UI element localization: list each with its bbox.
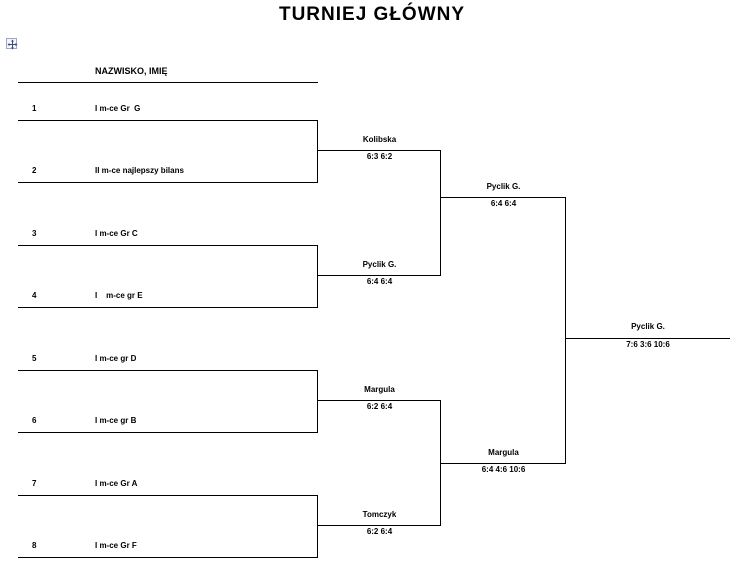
page-title: TURNIEJ GŁÓWNY: [278, 4, 466, 25]
seed-name: I m-ce Gr G: [95, 104, 141, 113]
bracket-line: [18, 182, 318, 183]
bracket-line: [440, 150, 441, 276]
bracket-line: [18, 370, 318, 371]
column-header: NAZWISKO, IMIĘ: [95, 66, 168, 76]
bracket-line: [318, 275, 441, 276]
semifinal-score: 6:4 4:6 10:6: [481, 465, 526, 474]
final-winner: Pyclik G.: [631, 322, 665, 331]
seed-number: 8: [32, 541, 37, 550]
bracket-line: [18, 432, 318, 433]
bracket-line: [565, 197, 566, 464]
bracket-line: [566, 338, 730, 339]
seed-name: I m-ce Gr C: [95, 229, 138, 238]
seed-name: II m-ce najlepszy bilans: [95, 166, 184, 175]
round2-winner: Tomczyk: [362, 510, 397, 519]
bracket-line: [440, 400, 441, 526]
bracket-line: [18, 245, 318, 246]
bracket-line: [317, 495, 318, 558]
header-underline: [18, 82, 318, 83]
table-move-handle-icon[interactable]: [6, 38, 18, 50]
round2-score: 6:3 6:2: [366, 152, 393, 161]
bracket-line: [18, 557, 318, 558]
bracket-line: [317, 245, 318, 308]
bracket-line: [318, 525, 441, 526]
round2-winner: Kolibska: [362, 135, 397, 144]
round2-score: 6:2 6:4: [366, 527, 393, 536]
bracket-line: [18, 120, 318, 121]
bracket-line: [317, 120, 318, 183]
seed-number: 4: [32, 291, 37, 300]
seed-name: I m-ce Gr A: [95, 479, 138, 488]
seed-name: I m-ce gr E: [95, 291, 143, 300]
seed-name: I m-ce gr D: [95, 354, 137, 363]
bracket-line: [441, 197, 566, 198]
final-score: 7:6 3:6 10:6: [626, 340, 670, 349]
round2-score: 6:2 6:4: [366, 402, 393, 411]
semifinal-winner: Margula: [488, 448, 519, 457]
seed-number: 3: [32, 229, 37, 238]
bracket-line: [318, 150, 441, 151]
seed-number: 5: [32, 354, 37, 363]
bracket-line: [18, 495, 318, 496]
seed-number: 7: [32, 479, 37, 488]
round2-winner: Pyclik G.: [362, 260, 397, 269]
round2-winner: Margula: [364, 385, 395, 394]
bracket-line: [317, 370, 318, 433]
bracket-line: [318, 400, 441, 401]
round2-score: 6:4 6:4: [366, 277, 393, 286]
semifinal-winner: Pyclik G.: [486, 182, 521, 191]
seed-name: I m-ce Gr F: [95, 541, 137, 550]
seed-number: 2: [32, 166, 37, 175]
seed-number: 1: [32, 104, 37, 113]
seed-name: I m-ce gr B: [95, 416, 137, 425]
bracket-line: [441, 463, 566, 464]
semifinal-score: 6:4 6:4: [490, 199, 517, 208]
bracket-line: [18, 307, 318, 308]
seed-number: 6: [32, 416, 37, 425]
